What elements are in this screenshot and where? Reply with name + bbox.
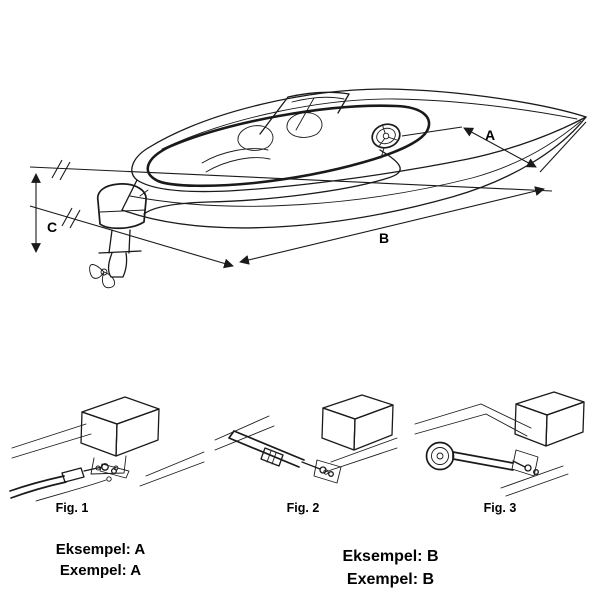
construction-line-upper: [29, 166, 553, 192]
fig1-caption: Fig. 1: [56, 501, 89, 515]
construction-line-lower: [29, 205, 234, 269]
fig3-caption: Fig. 3: [484, 501, 517, 515]
extension-line-wheel: [401, 126, 463, 137]
dimension-line-b: [239, 186, 545, 265]
tick-marks-upper: [51, 159, 71, 181]
outboard-motor: [89, 183, 149, 289]
fig3-sketch: Fig. 3: [414, 391, 585, 515]
fig2-caption: Fig. 2: [287, 501, 320, 515]
example-b-line1: Eksempel: B: [342, 548, 439, 565]
extension-line-bow: [539, 121, 587, 173]
hull-outline: [121, 88, 587, 229]
windshield: [259, 91, 350, 135]
example-b-line2: Exempel: B: [346, 571, 435, 588]
example-a-line1: Eksempel: A: [55, 541, 146, 558]
fig1-sketch: Fig. 1: [9, 396, 205, 515]
dimension-lines: A B C: [29, 121, 587, 269]
example-label-b: Eksempel: B Exempel: B: [298, 545, 483, 591]
dimension-line-a: [463, 127, 537, 168]
tick-marks-lower: [61, 207, 81, 229]
example-a-line2: Exempel: A: [59, 562, 142, 579]
boat-drawing: [89, 88, 587, 289]
cockpit: [146, 104, 431, 188]
dimension-label-b: B: [379, 230, 389, 246]
steering-wheel-icon: [371, 123, 401, 159]
dimension-label-c: C: [47, 219, 57, 235]
dimension-label-a: A: [485, 127, 495, 143]
example-label-a: Eksempel: A Exempel: A: [28, 539, 173, 581]
fig2-sketch: Fig. 2: [214, 394, 398, 515]
